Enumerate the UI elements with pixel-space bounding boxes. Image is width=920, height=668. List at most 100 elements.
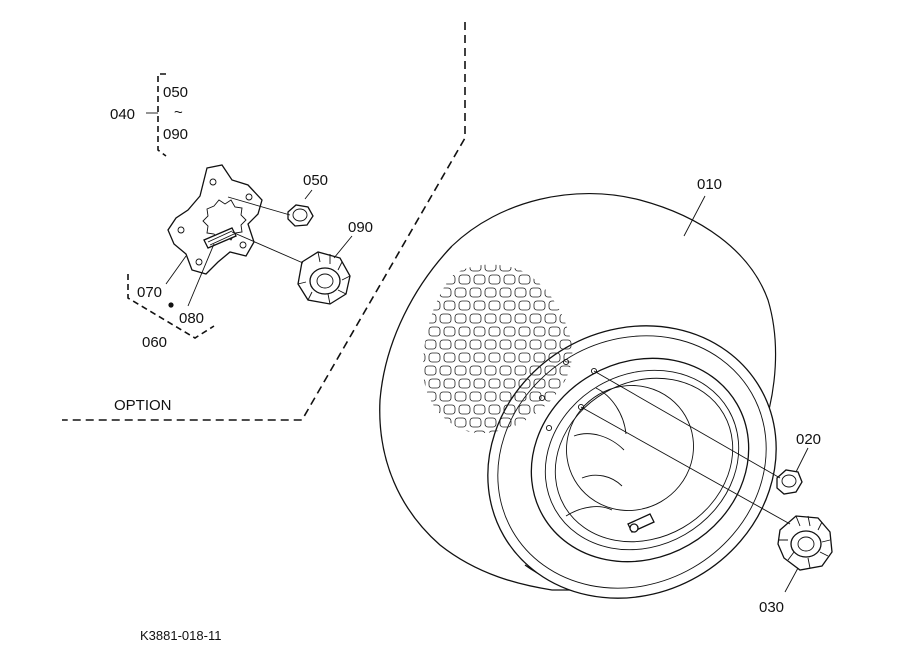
- tread-block: [443, 300, 456, 311]
- tread-block: [518, 352, 531, 363]
- nut-020: [776, 469, 803, 495]
- tread-block: [533, 326, 546, 337]
- tread-block: [473, 352, 486, 363]
- tread-block: [544, 313, 557, 324]
- label-050: 050: [303, 172, 328, 189]
- tread-block: [503, 352, 516, 363]
- tread-block: [473, 300, 486, 311]
- tread-block: [439, 313, 452, 324]
- tread-block: [484, 417, 497, 428]
- tread-block: [559, 339, 572, 350]
- tread-block: [454, 313, 467, 324]
- tread-block: [473, 430, 486, 434]
- tread-block: [443, 404, 456, 415]
- tread-block: [488, 404, 501, 415]
- tread-block: [458, 326, 471, 337]
- label-030: 030: [759, 599, 784, 616]
- tread-block: [488, 274, 501, 285]
- tread-block: [454, 287, 467, 298]
- tread-block: [454, 417, 467, 428]
- tread-block: [499, 287, 512, 298]
- tread-block: [544, 365, 557, 376]
- tread-block: [518, 326, 531, 337]
- tread-block: [529, 287, 542, 298]
- tread-block: [503, 404, 516, 415]
- tread-block: [428, 326, 441, 337]
- tread-block: [458, 274, 471, 285]
- tread-block: [454, 391, 467, 402]
- tread-block: [514, 339, 527, 350]
- cap-nut-030: [777, 515, 833, 571]
- tread-block: [518, 404, 531, 415]
- tread-block: [503, 378, 516, 389]
- label-range-tilde: ~: [174, 104, 183, 121]
- bracket-040: [146, 73, 167, 157]
- tread-block: [529, 339, 542, 350]
- tread-block: [423, 352, 426, 363]
- tread-block: [469, 417, 482, 428]
- tread-block: [458, 378, 471, 389]
- tread-block: [503, 326, 516, 337]
- tread-block: [563, 274, 573, 285]
- tread-block: [439, 339, 452, 350]
- label-090-range-end: 090: [163, 126, 188, 143]
- nut-small: [287, 204, 314, 227]
- tread-block: [503, 274, 516, 285]
- tread-block: [473, 326, 486, 337]
- tread-block: [575, 314, 586, 323]
- tread-block: [499, 339, 512, 350]
- tread-block: [454, 339, 467, 350]
- figure-code: K3881-018-11: [140, 628, 221, 643]
- tread-block: [499, 417, 512, 428]
- tread-block: [529, 313, 542, 324]
- bracket-060: [127, 274, 215, 339]
- option-leaders: [165, 189, 353, 307]
- label-050-range-start: 050: [163, 84, 188, 101]
- tread-block: [454, 365, 467, 376]
- tread-block: [488, 352, 501, 363]
- tread-block: [424, 339, 437, 350]
- tread-block: [514, 365, 527, 376]
- tread-block: [499, 313, 512, 324]
- tread-block: [458, 404, 471, 415]
- tread-block: [423, 378, 426, 389]
- option-label: OPTION: [114, 397, 172, 414]
- tread-block: [514, 391, 527, 402]
- tread-block: [473, 404, 486, 415]
- tread-block: [499, 391, 512, 402]
- tread-block: [559, 264, 572, 272]
- tread-block: [575, 288, 586, 297]
- tread-block: [469, 313, 482, 324]
- tread-block: [548, 274, 561, 285]
- tread-block: [488, 430, 501, 434]
- tread-block: [424, 365, 437, 376]
- tread-block: [548, 352, 561, 363]
- tread-block: [563, 300, 573, 311]
- tread-block: [469, 264, 482, 272]
- label-010: 010: [697, 176, 722, 193]
- tread-block: [563, 352, 573, 363]
- tread-block: [484, 365, 497, 376]
- tread-block: [563, 326, 573, 337]
- tread-block: [484, 313, 497, 324]
- tread-block: [484, 391, 497, 402]
- tread-block: [575, 262, 586, 271]
- tread-block: [548, 300, 561, 311]
- tread-block: [559, 313, 572, 324]
- tread-block: [579, 275, 590, 284]
- tread-block: [488, 326, 501, 337]
- label-060: 060: [142, 334, 167, 351]
- tread-block: [548, 378, 561, 389]
- tread-block: [410, 262, 421, 271]
- tread-block: [439, 391, 452, 402]
- tread-block: [544, 339, 557, 350]
- tread-block: [473, 274, 486, 285]
- tread-block: [428, 378, 441, 389]
- tread-block: [518, 378, 531, 389]
- tread-block: [529, 391, 542, 402]
- tread-block: [428, 352, 441, 363]
- label-040: 040: [110, 106, 135, 123]
- tread-block: [533, 352, 546, 363]
- tread-block: [469, 287, 482, 298]
